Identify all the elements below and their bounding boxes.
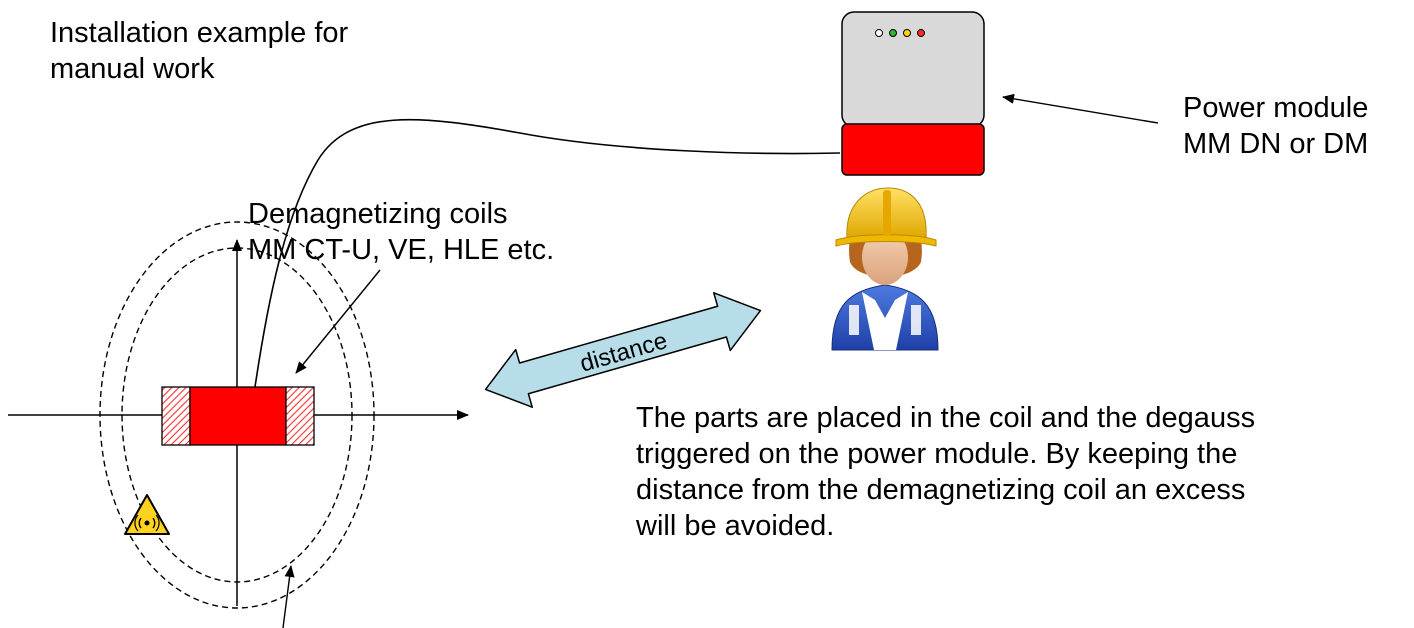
led-white-1 (875, 29, 883, 37)
led-red (917, 29, 925, 37)
power-module-pointer-arrow (1002, 93, 1159, 124)
power-module-device (841, 11, 985, 176)
distance-arrow: distance (484, 292, 762, 408)
power-label-line-2: MM DN or DM (1183, 128, 1369, 160)
coil-winding-right (285, 386, 315, 446)
coil-winding-left (161, 386, 191, 446)
description-line-3: distance from the demagnetizing coil an … (636, 474, 1246, 506)
field-pointer-arrow (282, 565, 295, 628)
radiation-warning-icon (124, 494, 170, 535)
power-module-housing (841, 11, 985, 128)
description-line-4: will be avoided. (636, 510, 835, 542)
power-module-label: Power module MM DN or DM (1183, 90, 1368, 162)
description-line-2: triggered on the power module. By keepin… (636, 438, 1238, 470)
field-line-inner (121, 247, 353, 583)
cable (254, 118, 841, 388)
demagnetizing-coil (161, 386, 315, 446)
coils-label-line-1: Demagnetizing coils (248, 198, 508, 230)
coil-pointer-arrow (295, 269, 381, 374)
diagram-title: Installation example for manual work (50, 15, 348, 87)
description-line-1: The parts are placed in the coil and the… (636, 402, 1256, 434)
coil-core (189, 386, 287, 446)
led-yellow (903, 29, 911, 37)
description-text: The parts are placed in the coil and the… (636, 400, 1255, 544)
power-module-base (841, 123, 985, 176)
coils-label-line-2: MM CT-U, VE, HLE etc. (248, 234, 555, 266)
title-line-1: Installation example for (50, 17, 349, 49)
title-line-2: manual work (50, 53, 215, 85)
field-line-outer (99, 221, 375, 609)
power-label-line-1: Power module (1183, 92, 1369, 124)
coils-label: Demagnetizing coils MM CT-U, VE, HLE etc… (248, 196, 554, 268)
worker-hardhat-icon (831, 187, 939, 351)
led-green (889, 29, 897, 37)
